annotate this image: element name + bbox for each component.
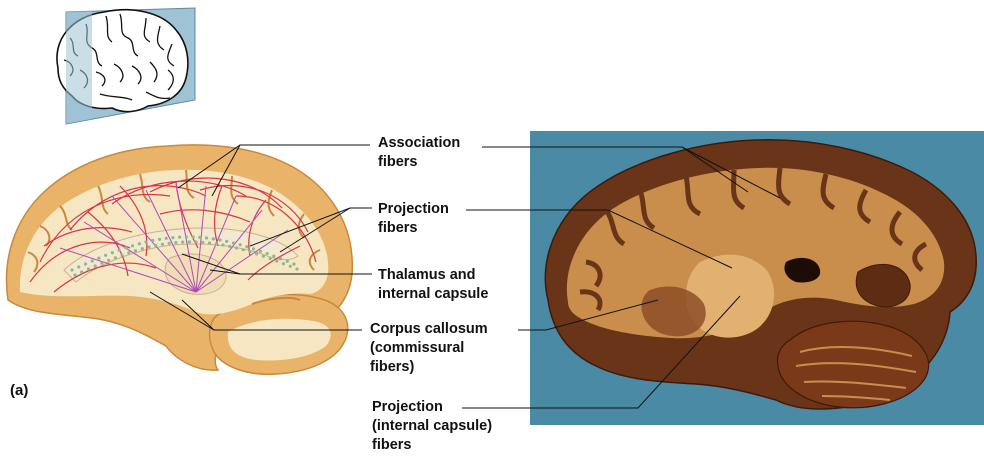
commissural-fiber-dot bbox=[235, 246, 238, 249]
commissural-fiber-dot bbox=[205, 236, 208, 239]
commissural-fiber-dot bbox=[87, 267, 90, 270]
label-line: fibers) bbox=[370, 358, 488, 377]
commissural-fiber-dot bbox=[239, 243, 242, 246]
commissural-fiber-dot bbox=[269, 257, 272, 260]
commissural-fiber-dot bbox=[94, 264, 97, 267]
commissural-fiber-dot bbox=[188, 240, 191, 243]
label-projection-internal-capsule: Projection (internal capsule) fibers bbox=[372, 398, 492, 455]
label-line: fibers bbox=[372, 436, 492, 455]
commissural-fiber-dot bbox=[131, 244, 134, 247]
commissural-fiber-dot bbox=[286, 260, 289, 263]
label-projection-fibers: Projection fibers bbox=[378, 200, 449, 238]
commissural-fiber-dot bbox=[91, 259, 94, 262]
commissural-fiber-dot bbox=[80, 270, 83, 273]
commissural-fiber-dot bbox=[279, 257, 282, 260]
commissural-fiber-dot bbox=[282, 262, 285, 265]
commissural-fiber-dot bbox=[111, 251, 114, 254]
commissural-fiber-dot bbox=[118, 249, 121, 252]
label-line: fibers bbox=[378, 153, 460, 172]
commissural-fiber-dot bbox=[201, 241, 204, 244]
commissural-fiber-dot bbox=[141, 247, 144, 250]
commissural-fiber-dot bbox=[138, 242, 141, 245]
commissural-fiber-dot bbox=[174, 241, 177, 244]
commissural-fiber-dot bbox=[218, 238, 221, 241]
commissural-fiber-dot bbox=[168, 242, 171, 245]
label-line: fibers bbox=[378, 219, 449, 238]
section-plane-front bbox=[66, 11, 92, 124]
commissural-fiber-dot bbox=[70, 268, 73, 271]
label-line: Corpus callosum bbox=[370, 320, 488, 339]
commissural-fiber-dot bbox=[245, 245, 248, 248]
commissural-fiber-dot bbox=[178, 236, 181, 239]
commissural-fiber-dot bbox=[100, 262, 103, 265]
commissural-fiber-dot bbox=[161, 243, 164, 246]
commissural-fiber-dot bbox=[248, 250, 251, 253]
commissural-fiber-dot bbox=[134, 249, 137, 252]
commissural-fiber-dot bbox=[232, 241, 235, 244]
commissural-fiber-dot bbox=[107, 259, 110, 262]
commissural-fiber-dot bbox=[127, 251, 130, 254]
commissural-fiber-dot bbox=[252, 247, 255, 250]
label-line: Thalamus and bbox=[378, 266, 488, 285]
commissural-fiber-dot bbox=[97, 257, 100, 260]
commissural-fiber-dot bbox=[292, 262, 295, 265]
commissural-fiber-dot bbox=[195, 240, 198, 243]
commissural-fiber-dot bbox=[104, 254, 107, 257]
label-line: Projection bbox=[372, 398, 492, 417]
commissural-fiber-dot bbox=[144, 240, 147, 243]
commissural-fiber-dot bbox=[84, 262, 87, 265]
commissural-fiber-dot bbox=[228, 245, 231, 248]
commissural-fiber-dot bbox=[275, 260, 278, 263]
label-association-fibers: Association fibers bbox=[378, 134, 460, 172]
commissural-fiber-dot bbox=[192, 235, 195, 238]
commissural-fiber-dot bbox=[259, 250, 262, 253]
commissural-fiber-dot bbox=[212, 237, 215, 240]
commissural-fiber-dot bbox=[185, 235, 188, 238]
commissural-fiber-dot bbox=[198, 236, 201, 239]
label-line: internal capsule bbox=[378, 285, 488, 304]
commissural-fiber-dot bbox=[121, 254, 124, 257]
commissural-fiber-dot bbox=[147, 245, 150, 248]
label-line: (commissural bbox=[370, 339, 488, 358]
commissural-fiber-dot bbox=[208, 241, 211, 244]
commissural-fiber-dot bbox=[151, 239, 154, 242]
commissural-fiber-dot bbox=[242, 248, 245, 251]
label-line: (internal capsule) bbox=[372, 417, 492, 436]
label-thalamus-internal-capsule: Thalamus and internal capsule bbox=[378, 266, 488, 304]
commissural-fiber-dot bbox=[114, 256, 117, 259]
commissural-fiber-dot bbox=[295, 267, 298, 270]
hemisphere-drawing bbox=[7, 145, 353, 374]
label-line: Association bbox=[378, 134, 460, 153]
commissural-fiber-dot bbox=[181, 241, 184, 244]
commissural-fiber-dot bbox=[158, 238, 161, 241]
commissural-fiber-dot bbox=[221, 243, 224, 246]
commissural-fiber-dot bbox=[215, 242, 218, 245]
panel-letter: (a) bbox=[10, 382, 28, 399]
commissural-fiber-dot bbox=[165, 237, 168, 240]
label-line: Projection bbox=[378, 200, 449, 219]
commissural-fiber-dot bbox=[262, 255, 265, 258]
commissural-fiber-dot bbox=[266, 252, 269, 255]
commissural-fiber-dot bbox=[77, 265, 80, 268]
commissural-fiber-dot bbox=[124, 246, 127, 249]
commissural-fiber-dot bbox=[154, 244, 157, 247]
commissural-fiber-dot bbox=[225, 240, 228, 243]
commissural-fiber-dot bbox=[73, 273, 76, 276]
orientation-inset bbox=[57, 8, 195, 124]
commissural-fiber-dot bbox=[171, 236, 174, 239]
commissural-fiber-dot bbox=[255, 252, 258, 255]
label-corpus-callosum: Corpus callosum (commissural fibers) bbox=[370, 320, 488, 377]
brain-section-photo bbox=[530, 131, 984, 425]
commissural-fiber-dot bbox=[289, 265, 292, 268]
commissural-fiber-dot bbox=[272, 255, 275, 258]
